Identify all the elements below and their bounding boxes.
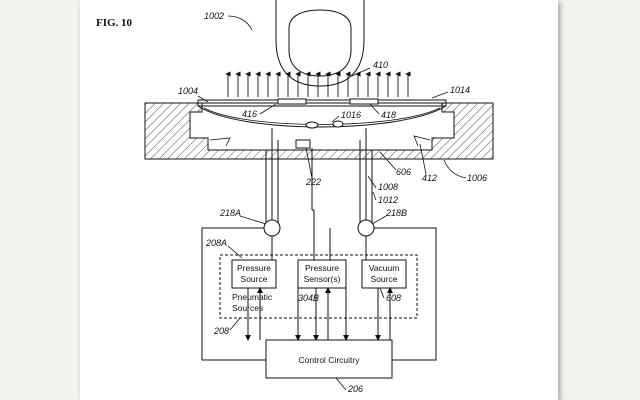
label-208a: 208A bbox=[205, 238, 227, 248]
pressure-source-label-1: Pressure bbox=[237, 263, 271, 273]
label-608: 608 bbox=[386, 293, 401, 303]
substrate-1006 bbox=[144, 102, 494, 160]
control-circuitry-label: Control Circuitry bbox=[299, 355, 361, 365]
reference-numerals: 1002 410 1004 1014 416 1016 418 222 606 … bbox=[178, 11, 487, 394]
label-1002: 1002 bbox=[204, 11, 224, 21]
label-1006: 1006 bbox=[467, 173, 487, 183]
pad-assembly bbox=[197, 98, 447, 149]
label-1014: 1014 bbox=[450, 85, 470, 95]
label-222: 222 bbox=[305, 177, 321, 187]
electrode-418 bbox=[349, 98, 379, 105]
label-218a: 218A bbox=[219, 208, 241, 218]
pneumatic-sources-label-1: Pneumatic bbox=[232, 292, 273, 302]
label-1016: 1016 bbox=[341, 110, 361, 120]
label-416: 416 bbox=[242, 109, 257, 119]
pressure-sensor-label-1: Pressure bbox=[305, 263, 339, 273]
label-410: 410 bbox=[373, 60, 388, 70]
component-222 bbox=[295, 139, 311, 149]
label-218b: 218B bbox=[385, 208, 407, 218]
label-208: 208 bbox=[213, 326, 229, 336]
pressure-sensor-box bbox=[297, 259, 347, 289]
vacuum-source-label-1: Vacuum bbox=[369, 263, 400, 273]
label-206: 206 bbox=[347, 384, 363, 394]
label-1004: 1004 bbox=[178, 86, 198, 96]
valve-218a bbox=[263, 219, 281, 237]
control-circuitry-box bbox=[265, 339, 393, 379]
label-1012: 1012 bbox=[378, 195, 398, 205]
fingertip bbox=[275, 0, 365, 87]
label-418: 418 bbox=[381, 110, 396, 120]
patent-drawing-sheet: FIG. 10 bbox=[80, 0, 558, 400]
electrode-416 bbox=[277, 98, 307, 105]
pressure-sensor-label-2: Sensor(s) bbox=[304, 274, 341, 284]
vacuum-source-label-2: Source bbox=[371, 274, 398, 284]
valve-218b bbox=[357, 219, 375, 237]
figure-title: FIG. 10 bbox=[96, 17, 133, 29]
pressure-source-box bbox=[231, 259, 277, 289]
label-606: 606 bbox=[396, 167, 411, 177]
label-412: 412 bbox=[422, 173, 437, 183]
pressure-source-label-2: Source bbox=[241, 274, 268, 284]
label-1008: 1008 bbox=[378, 182, 398, 192]
air-flow-arrows bbox=[225, 71, 411, 97]
label-304b: 304B bbox=[298, 293, 319, 303]
vacuum-source-box bbox=[361, 259, 407, 289]
pneumatic-tubes bbox=[265, 128, 373, 228]
figure-10-diagram: FIG. 10 bbox=[96, 0, 494, 394]
